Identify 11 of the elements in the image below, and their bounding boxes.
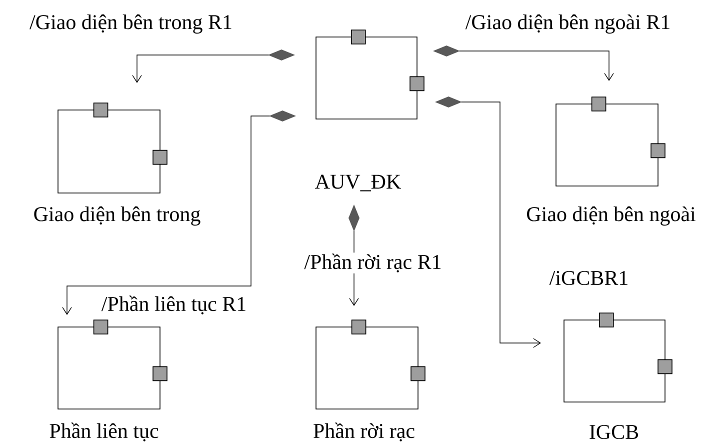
component-name: AUV_ĐK [315, 174, 401, 192]
edge-label: /Phần liên tục R1 [101, 296, 246, 314]
component-name: Phần liên tục [50, 422, 158, 442]
edge-label: /iGCBR1 [549, 270, 628, 286]
component-name: Giao diện bên ngoài [527, 206, 696, 226]
edge-label: /Giao diện bên trong R1 [30, 14, 232, 34]
component-name: IGCB [590, 424, 638, 440]
edge-label: /Giao diện bên ngoài R1 [465, 14, 670, 34]
component-name: Giao diện bên trong [34, 206, 200, 226]
component-name: Phần rời rạc [314, 422, 414, 442]
edge-label: /Phần rời rạc R1 [304, 254, 441, 272]
